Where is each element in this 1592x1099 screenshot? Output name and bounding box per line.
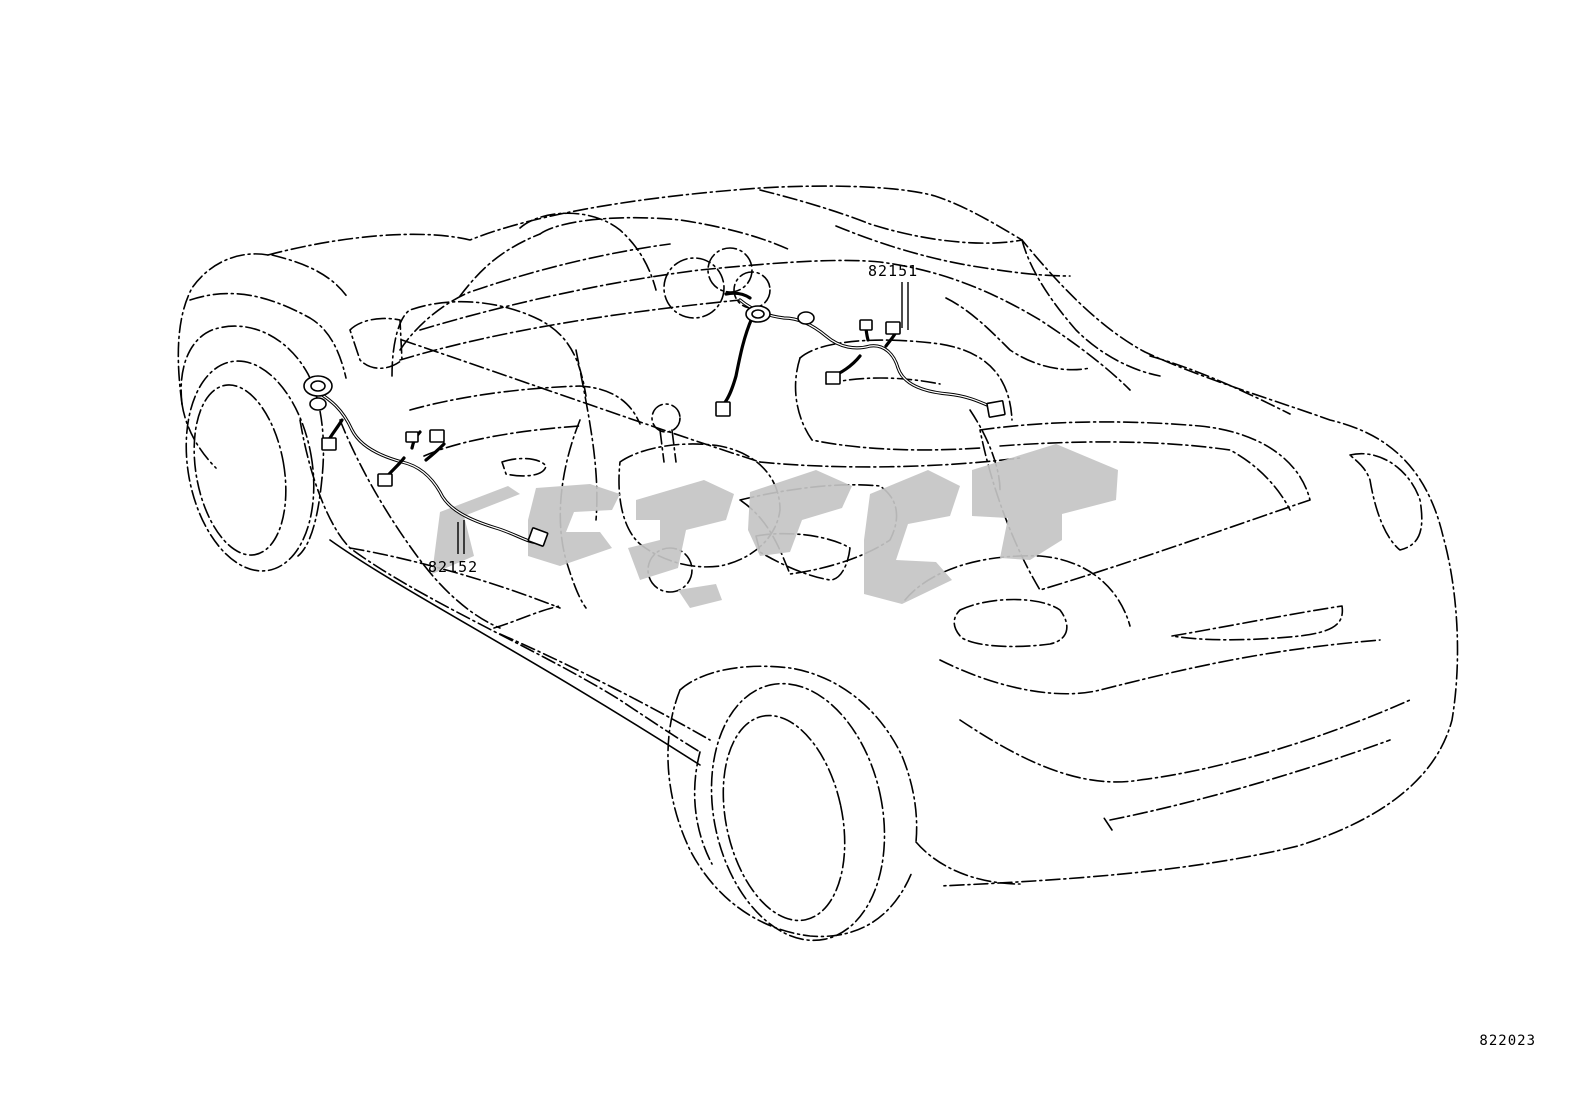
part-callout-82151[interactable]: 82151 xyxy=(868,262,918,330)
front-wheel xyxy=(710,682,886,942)
connector xyxy=(715,401,731,417)
right-wire-harness[interactable] xyxy=(715,291,1006,418)
rear-wheel xyxy=(185,360,315,572)
connector xyxy=(429,429,445,443)
left-wire-harness[interactable] xyxy=(303,375,549,547)
connector xyxy=(405,431,419,443)
part-number-label: 82152 xyxy=(428,558,478,576)
grommet xyxy=(745,305,771,323)
grommet xyxy=(309,397,327,411)
connector xyxy=(825,371,841,385)
connector xyxy=(859,319,873,331)
connector xyxy=(321,437,337,451)
diagram-reference-code: 822023 xyxy=(1479,1033,1536,1049)
connector xyxy=(377,473,393,487)
connector xyxy=(986,400,1006,418)
grommet xyxy=(797,311,815,325)
part-callout-82152[interactable]: 82152 xyxy=(428,520,478,576)
grommet xyxy=(303,375,333,397)
connector xyxy=(527,527,549,547)
connector xyxy=(885,321,901,335)
part-number-label: 82151 xyxy=(868,262,918,280)
car-body-outline xyxy=(177,185,1459,938)
watermark-logo xyxy=(432,444,1118,608)
